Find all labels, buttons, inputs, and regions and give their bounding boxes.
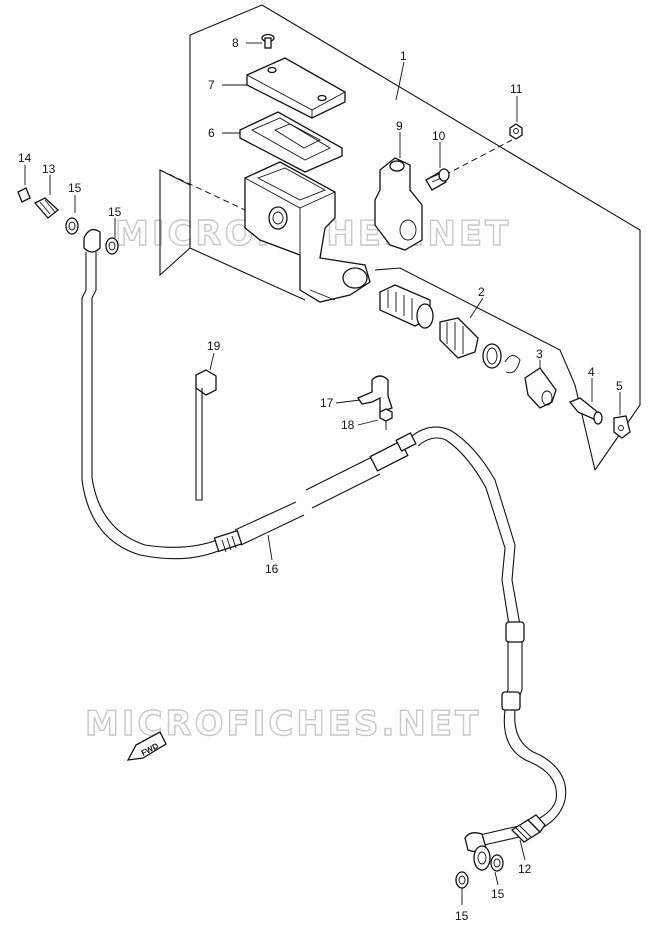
union-bolt-12 (510, 814, 546, 843)
boot-3 (524, 367, 557, 409)
bolt-18 (379, 408, 393, 430)
diaphragm-6 (239, 111, 343, 173)
callout-16: 16 (265, 562, 279, 576)
callout-10: 10 (432, 129, 446, 143)
screw-8 (261, 33, 275, 49)
callout-5: 5 (616, 379, 623, 393)
callout-9: 9 (396, 119, 403, 133)
leader-lines (24, 42, 621, 905)
reservoir-cap-7 (246, 57, 346, 119)
callout-7: 7 (208, 78, 215, 92)
callout-19: 19 (207, 339, 221, 353)
callout-12: 12 (518, 862, 532, 876)
dashed-guides (159, 139, 513, 211)
callout-15d: 15 (455, 909, 469, 923)
pivot-bolt-4 (568, 397, 603, 425)
master-cylinder-body (244, 161, 371, 303)
callout-15c: 15 (491, 887, 505, 901)
callout-4: 4 (588, 365, 595, 379)
piston-kit-2 (379, 284, 521, 374)
bleeder-parts-13-14 (17, 187, 59, 219)
clutch-hose-16 (81, 228, 567, 871)
callout-2: 2 (478, 285, 485, 299)
callout-11: 11 (510, 82, 523, 96)
lever-holder-9 (374, 157, 423, 251)
callout-14: 14 (18, 151, 32, 165)
callout-15a: 15 (68, 181, 82, 195)
nut-5 (613, 415, 631, 439)
callout-3: 3 (536, 347, 543, 361)
washers-top-15 (65, 217, 119, 255)
callout-1: 1 (400, 49, 407, 63)
callout-6: 6 (208, 126, 215, 140)
nut-11 (509, 123, 523, 140)
clamp-17 (357, 375, 393, 413)
washers-bottom-15 (455, 854, 504, 889)
callout-18: 18 (341, 418, 355, 432)
cable-tie-19 (195, 369, 217, 501)
callout-labels: 1 2 3 4 5 6 7 8 9 10 11 12 13 14 15 15 1… (18, 36, 623, 923)
callout-17: 17 (320, 396, 334, 410)
callout-15b: 15 (108, 205, 122, 219)
callout-8: 8 (232, 36, 239, 50)
callout-13: 13 (42, 162, 56, 176)
bolt-10 (425, 168, 450, 191)
watermark-bottom: MICROFICHES.NET (85, 704, 481, 744)
